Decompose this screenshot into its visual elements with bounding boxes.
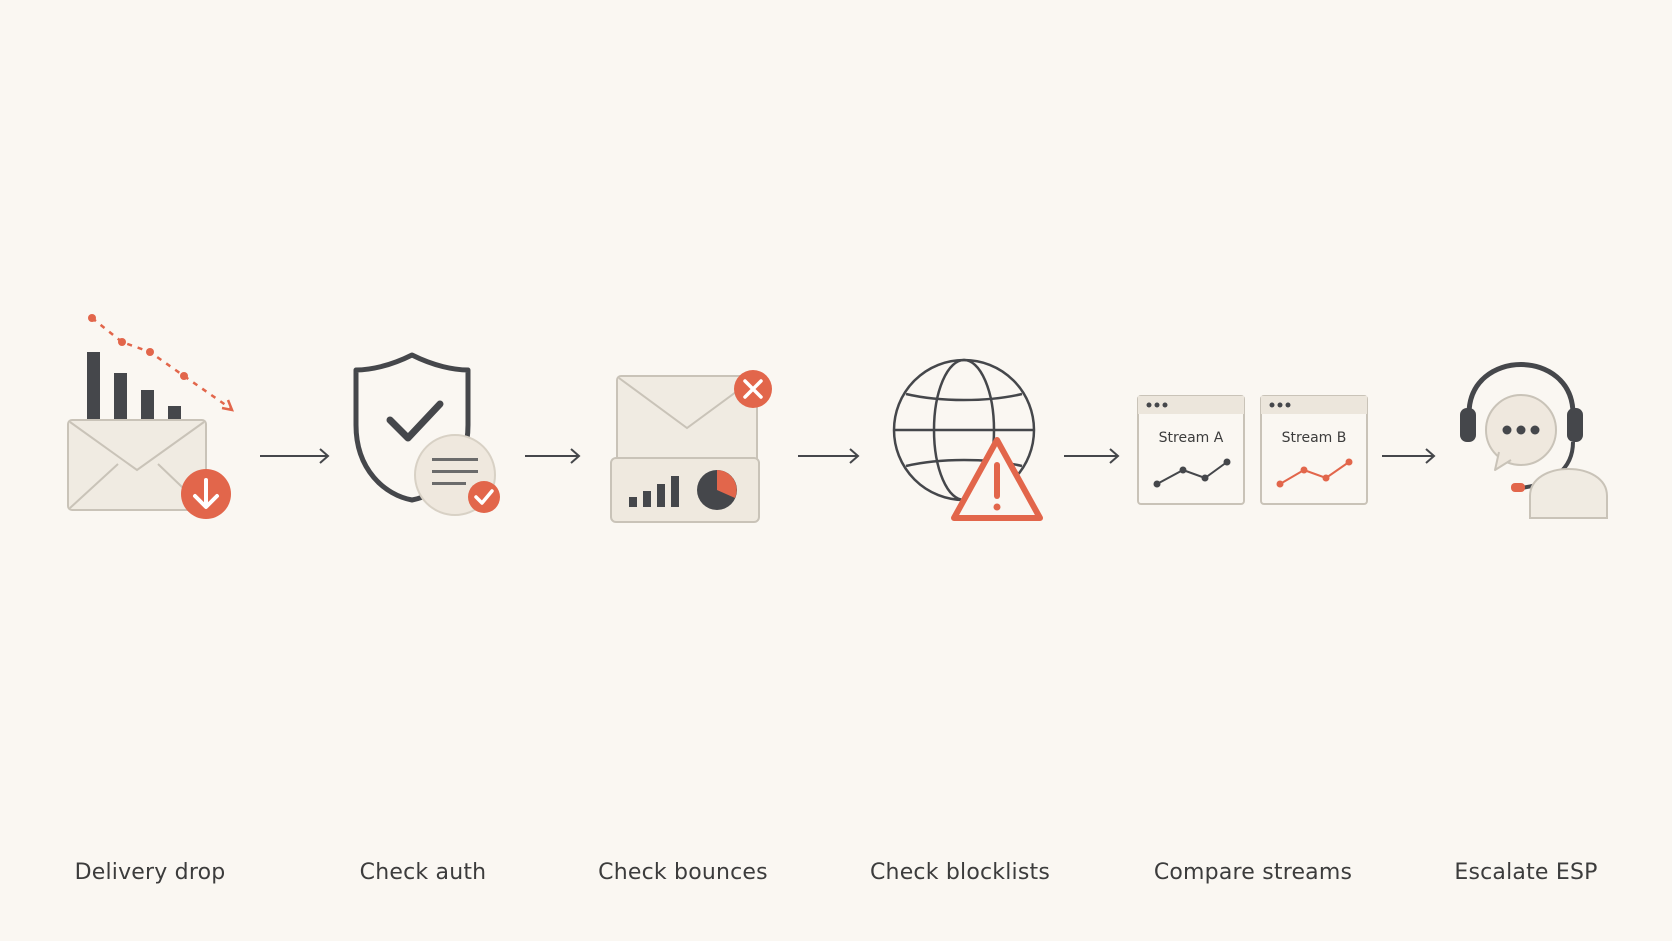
- bounced-mail-stats-icon: [610, 370, 772, 523]
- stream-a-label: Stream A: [1159, 430, 1224, 446]
- step-label: Check auth: [359, 860, 487, 885]
- support-headset-icon: [1460, 362, 1608, 519]
- step-label: Check blocklists: [869, 860, 1051, 885]
- arrow-right-icon: [260, 446, 334, 466]
- globe-warning-icon: [892, 358, 1043, 521]
- declining-mail-chart-icon: [67, 314, 235, 519]
- step-label: Delivery drop: [74, 860, 226, 885]
- stream-b-panel: Stream B: [1260, 395, 1368, 505]
- arrow-right-icon: [798, 446, 872, 466]
- stream-comparison-icon: Stream A Stream B: [1137, 395, 1368, 505]
- step-label: Escalate ESP: [1454, 860, 1598, 885]
- arrow-right-icon: [525, 446, 599, 466]
- stream-b-label: Stream B: [1282, 430, 1347, 446]
- arrow-right-icon: [1382, 446, 1456, 466]
- shield-check-icon: [353, 352, 500, 516]
- step-label: Check bounces: [598, 860, 768, 885]
- arrow-right-icon: [1064, 446, 1138, 466]
- stream-a-panel: Stream A: [1137, 395, 1245, 505]
- step-label: Compare streams: [1153, 860, 1353, 885]
